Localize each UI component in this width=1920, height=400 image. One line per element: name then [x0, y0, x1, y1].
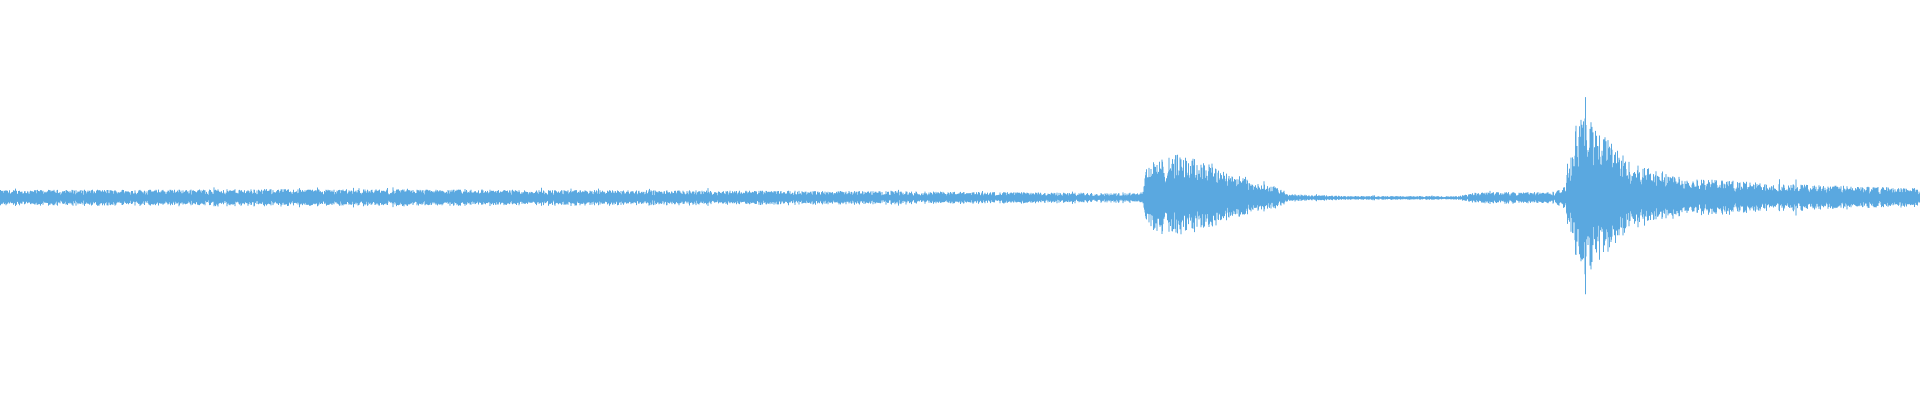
- waveform-trace: [0, 97, 1920, 295]
